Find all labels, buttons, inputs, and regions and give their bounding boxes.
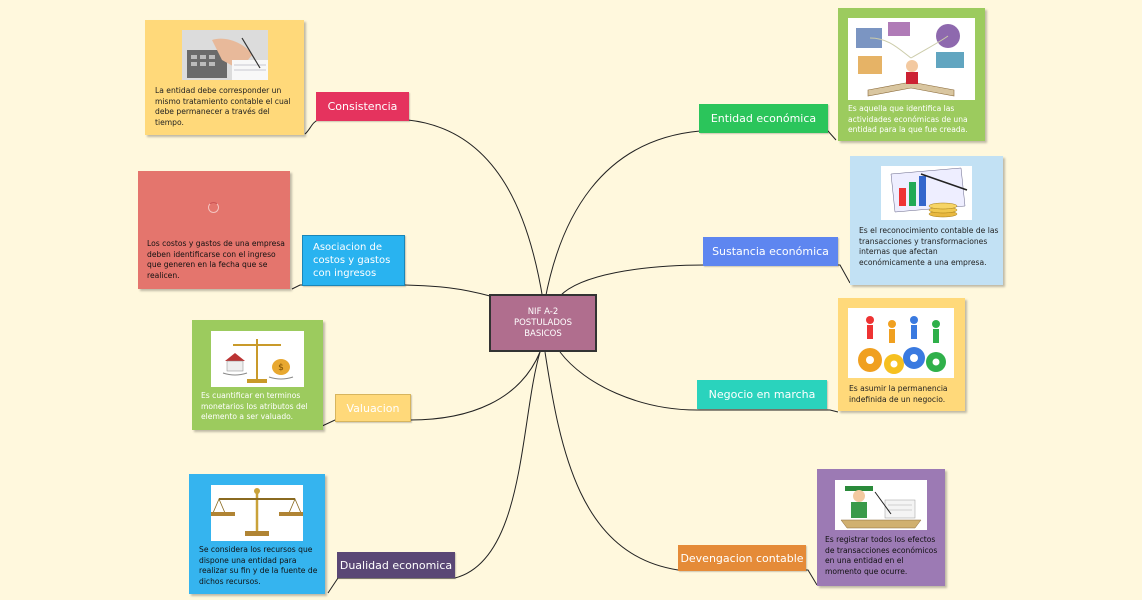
chart-coins-image: [881, 166, 972, 220]
note-text-negocio: Es asumir la permanencia indefinida de u…: [849, 384, 948, 404]
house-scale-image: $: [211, 331, 304, 387]
loading-spinner-icon: [208, 202, 219, 213]
topic-devengacion[interactable]: Devengacion contable: [678, 545, 806, 571]
note-valuacion[interactable]: $ Es cuantificar en terminos monetarios …: [192, 320, 323, 430]
topic-consistencia[interactable]: Consistencia: [316, 92, 409, 121]
note-devengacion[interactable]: Es registrar todos los efectos de transa…: [817, 469, 945, 586]
topic-valuacion[interactable]: Valuacion: [335, 394, 411, 422]
topic-label-valuacion: Valuacion: [346, 401, 400, 415]
topic-asociacion[interactable]: Asociacion de costos y gastos con ingres…: [302, 235, 405, 286]
note-asociacion[interactable]: Los costos y gastos de una empresa deben…: [138, 171, 290, 289]
note-text-entidad: Es aquella que identifica las actividade…: [848, 104, 968, 134]
topic-label-entidad: Entidad económica: [710, 112, 817, 125]
topic-label-consistencia: Consistencia: [327, 100, 398, 113]
topic-label-dualidad: Dualidad economica: [339, 558, 453, 572]
central-topic-line3: BASICOS: [524, 328, 562, 339]
note-sustancia[interactable]: Es el reconocimiento contable de las tra…: [850, 156, 1003, 285]
note-consistencia[interactable]: La entidad debe corresponder un mismo tr…: [145, 20, 304, 135]
topic-dualidad[interactable]: Dualidad economica: [337, 552, 455, 578]
note-text-consistencia: La entidad debe corresponder un mismo tr…: [155, 86, 291, 127]
svg-text:$: $: [278, 363, 284, 373]
accountant-desk-image: [835, 480, 927, 530]
balance-scale-image: [211, 485, 303, 541]
topic-label-asociacion: Asociacion de costos y gastos con ingres…: [313, 242, 391, 279]
central-topic[interactable]: NIF A-2 POSTULADOS BASICOS: [489, 294, 597, 352]
gears-people-image: [848, 308, 954, 378]
calculator-hand-image: [182, 30, 268, 80]
economy-book-image: [848, 18, 975, 100]
topic-entidad[interactable]: Entidad económica: [699, 104, 828, 133]
topic-label-sustancia: Sustancia económica: [712, 245, 829, 258]
central-topic-line1: NIF A-2: [527, 306, 559, 317]
topic-sustancia[interactable]: Sustancia económica: [703, 237, 838, 266]
note-text-sustancia: Es el reconocimiento contable de las tra…: [859, 226, 999, 267]
topic-negocio[interactable]: Negocio en marcha: [697, 380, 827, 409]
note-negocio[interactable]: Es asumir la permanencia indefinida de u…: [838, 298, 965, 411]
note-entidad[interactable]: Es aquella que identifica las actividade…: [838, 8, 985, 141]
note-text-asociacion: Los costos y gastos de una empresa deben…: [147, 239, 285, 280]
note-text-valuacion: Es cuantificar en terminos monetarios lo…: [201, 391, 308, 421]
central-topic-line2: POSTULADOS: [513, 317, 572, 328]
topic-label-negocio: Negocio en marcha: [708, 388, 816, 401]
topic-label-devengacion: Devengacion contable: [680, 551, 804, 565]
note-text-dualidad: Se considera los recursos que dispone un…: [199, 545, 318, 586]
note-text-devengacion: Es registrar todos los efectos de transa…: [825, 535, 938, 576]
note-dualidad[interactable]: Se considera los recursos que dispone un…: [189, 474, 325, 594]
